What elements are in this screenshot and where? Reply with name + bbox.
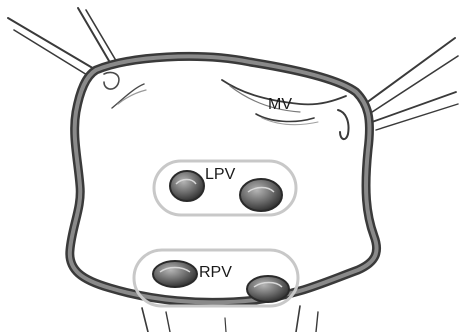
lpv-label: LPV: [205, 166, 236, 183]
rpv-label: RPV: [199, 264, 232, 281]
lpv-ostium-left: [170, 171, 204, 201]
mv-label: MV: [268, 96, 292, 113]
rpv-ostium-left: [153, 261, 197, 287]
appendage-sketch: [104, 72, 146, 108]
lpv-ostium-right: [240, 179, 282, 211]
rpv-ostium-right: [247, 276, 289, 302]
